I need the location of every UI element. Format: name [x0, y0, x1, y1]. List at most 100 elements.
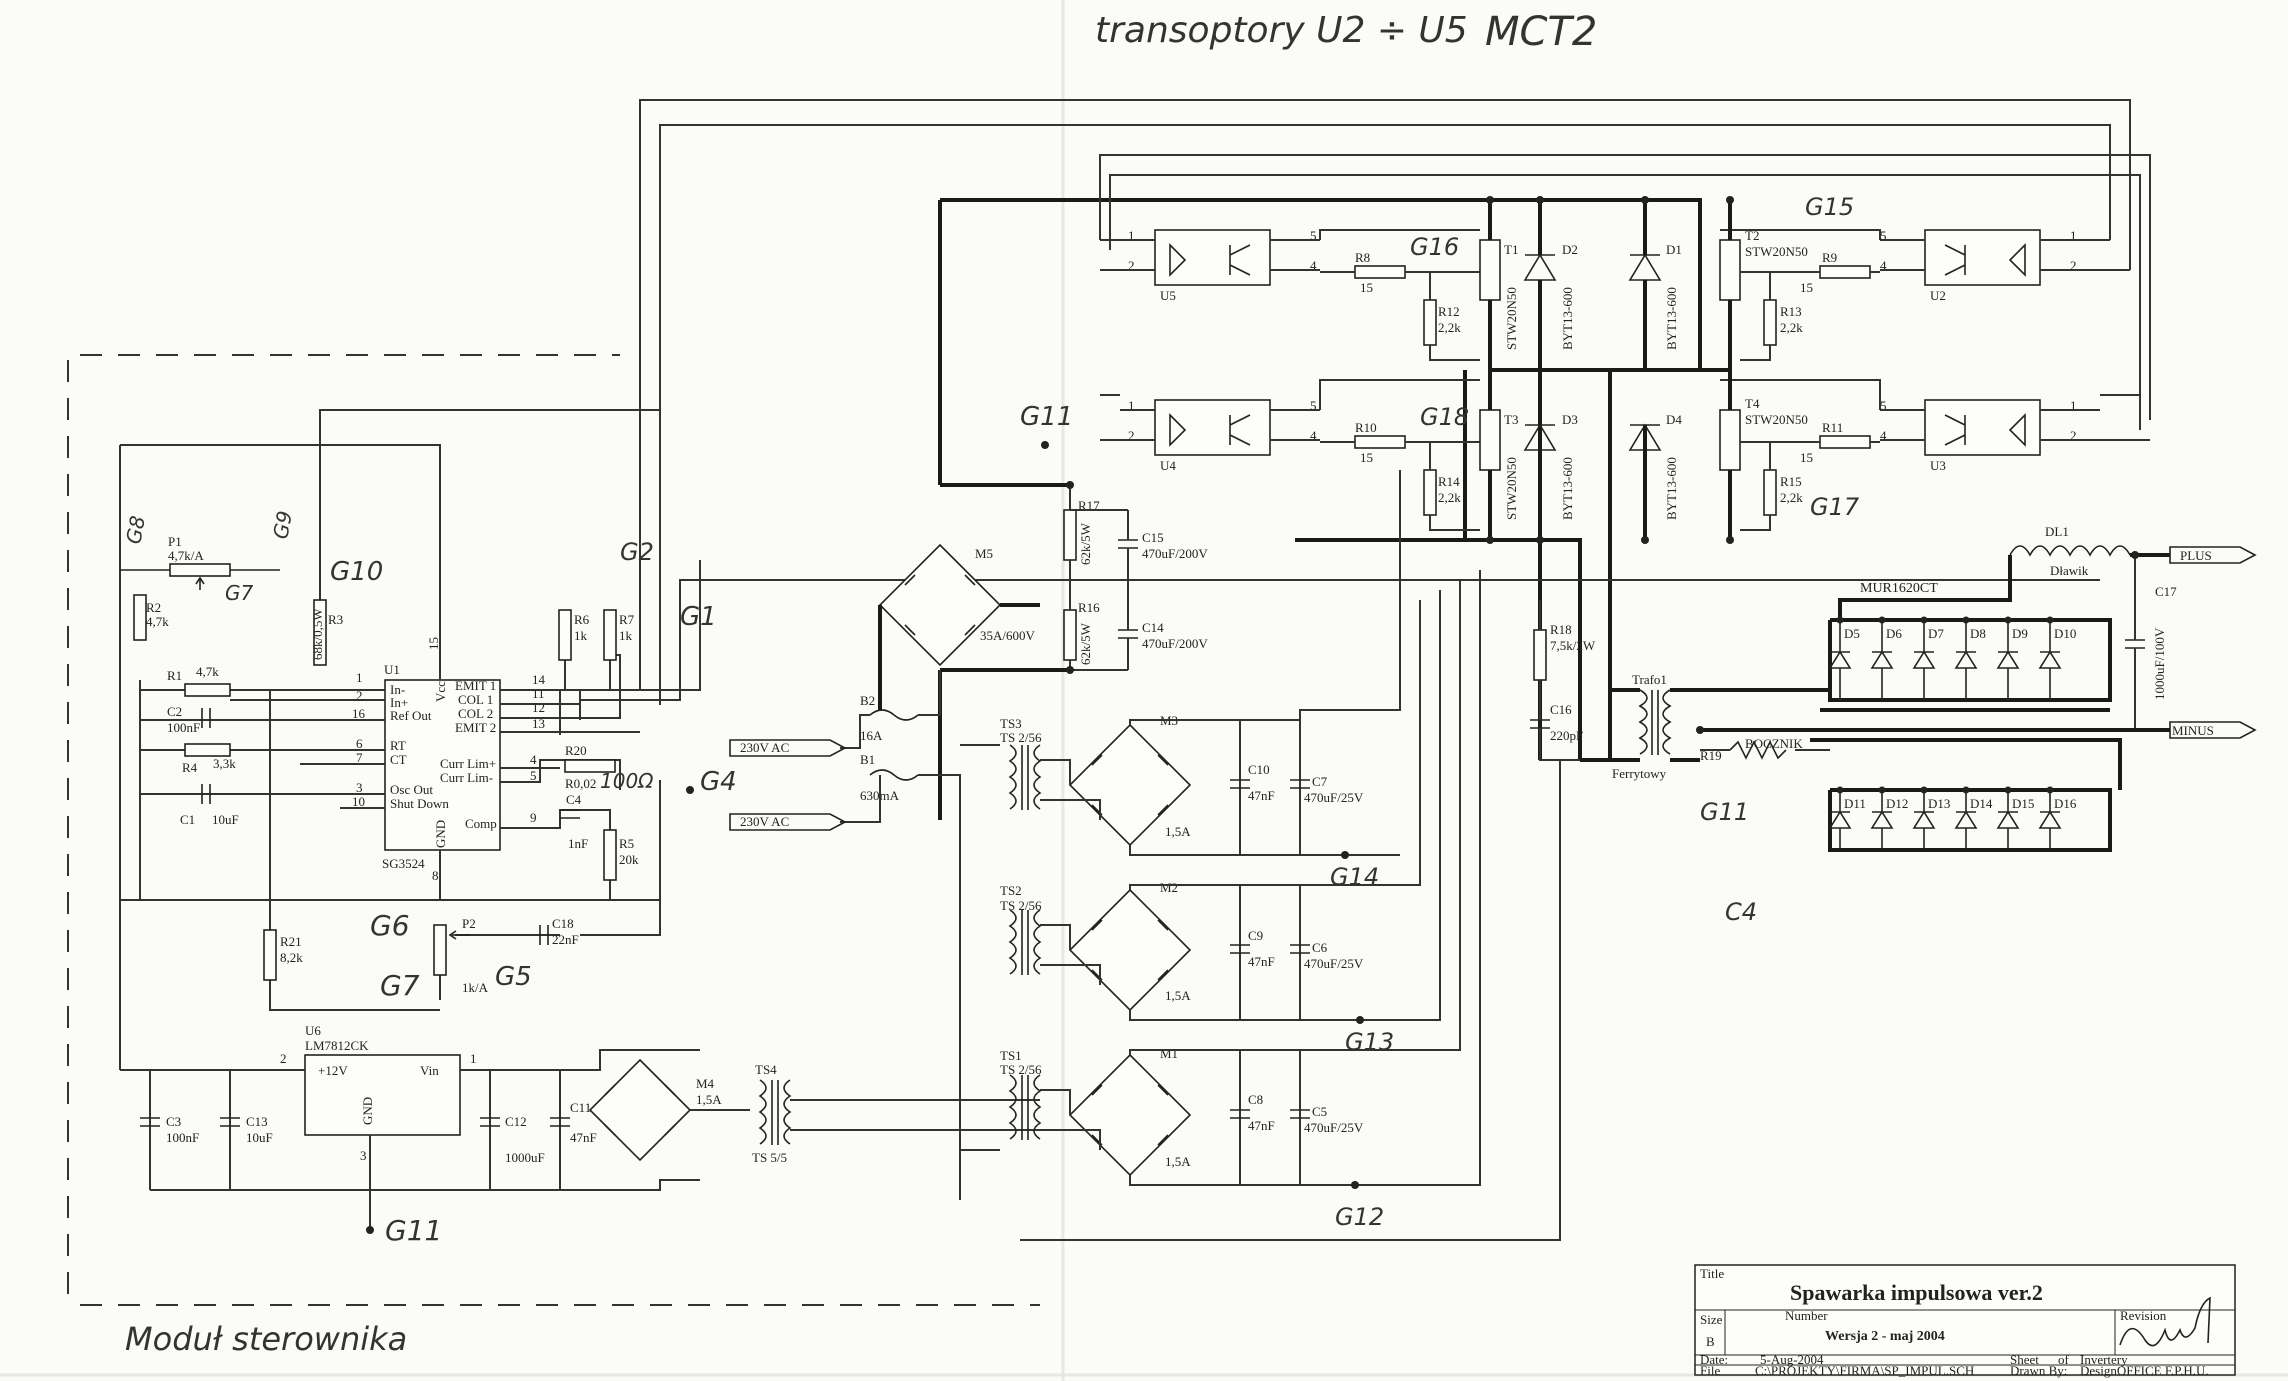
- size-value: B: [1706, 1334, 1715, 1349]
- r17-value: 62k/5W: [1078, 522, 1093, 565]
- r8-value: 15: [1360, 280, 1373, 295]
- m1-label: M1: [1160, 1046, 1178, 1061]
- trafo1-type: Ferrytowy: [1612, 766, 1667, 781]
- d2-label: D2: [1562, 242, 1578, 257]
- ac-input-1: 230V AC: [740, 740, 789, 755]
- u1-pin-refout: Ref Out: [390, 708, 432, 723]
- signature: [2119, 1296, 2211, 1347]
- r11-label: R11: [1822, 420, 1843, 435]
- u3-pin1: 1: [2070, 398, 2077, 413]
- of-label: of: [2058, 1352, 2070, 1367]
- c8-label: C8: [1248, 1092, 1263, 1107]
- g11-right-label: G11: [1700, 798, 1749, 826]
- signal-wires: [559, 99, 2151, 735]
- r16-resistor: [1063, 609, 1077, 661]
- r7-value: 1k: [619, 628, 633, 643]
- r12-resistor: [1423, 299, 1437, 346]
- r3-label: R3: [328, 612, 343, 627]
- ac-input-2: 230V AC: [740, 814, 789, 829]
- c3-value: 100nF: [166, 1130, 199, 1145]
- u1-num-16: 16: [352, 706, 366, 721]
- t4-mosfet: [1719, 409, 1741, 471]
- u6-regulator: U6 LM7812CK +12V Vin GND 2 1 3 C3 100nF …: [119, 900, 700, 1230]
- t3-mosfet: [1479, 409, 1501, 471]
- top-diode-5: [1996, 620, 2020, 700]
- r14-resistor: [1423, 469, 1437, 516]
- u1-num-1: 1: [356, 670, 363, 685]
- u4-pin1: 1: [1128, 398, 1135, 413]
- trafo1-label: Trafo1: [1632, 672, 1667, 687]
- d4-part: BYT13-600: [1664, 457, 1679, 520]
- u1-pin-currlimm: Curr Lim-: [440, 770, 493, 785]
- plus-terminal: PLUS: [2180, 548, 2212, 563]
- m5-label: M5: [975, 546, 993, 561]
- minus-terminal: MINUS: [2172, 723, 2214, 738]
- ts4-label: TS4: [755, 1062, 777, 1077]
- g7-label: G7: [380, 969, 420, 1002]
- d3-label: D3: [1562, 412, 1578, 427]
- bottom-diode-label-1: D11: [1844, 796, 1866, 811]
- r15-resistor: [1763, 469, 1777, 516]
- r18-label: R18: [1550, 622, 1572, 637]
- c5-label: C5: [1312, 1104, 1327, 1119]
- m5-value: 35A/600V: [980, 628, 1036, 643]
- c17-value: 1000uF/100V: [2152, 627, 2167, 700]
- top-diode-2: [1870, 620, 1894, 700]
- ts2-label: TS2: [1000, 883, 1022, 898]
- output-section: DL1 Dławik PLUS C17 1000uF/100V MINUS MU…: [1530, 524, 2257, 852]
- r12-label: R12: [1438, 304, 1460, 319]
- c15-label: C15: [1142, 530, 1164, 545]
- d3-part: BYT13-600: [1560, 457, 1575, 520]
- g8-label: G8: [121, 514, 150, 546]
- bottom-diode-label-4: D14: [1970, 796, 1993, 811]
- t2-part: STW20N50: [1745, 244, 1808, 259]
- r16-label: R16: [1078, 600, 1100, 615]
- c16-label: C16: [1550, 702, 1572, 717]
- u1-pin-emit1: EMIT 1: [455, 678, 496, 693]
- g12-label: G12: [1335, 1203, 1384, 1231]
- r20-resistor: [564, 759, 616, 773]
- top-diode-label-5: D9: [2012, 626, 2028, 641]
- c4-value: 1nF: [568, 836, 588, 851]
- r10-resistor: [1354, 435, 1406, 449]
- d4-label: D4: [1666, 412, 1682, 427]
- revision-label: Revision: [2120, 1308, 2167, 1323]
- u5-label: U5: [1160, 288, 1176, 303]
- r19-value: BOCZNIK: [1745, 736, 1803, 751]
- t2-label: T2: [1745, 228, 1759, 243]
- r8-resistor: [1354, 265, 1406, 279]
- ts1-label: TS1: [1000, 1048, 1022, 1063]
- bottom-diode-6: [2038, 790, 2062, 850]
- r20-note: 100Ω: [600, 769, 654, 793]
- c13-value: 10uF: [246, 1130, 273, 1145]
- r21-value: 8,2k: [280, 950, 303, 965]
- bottom-junction-5: [2004, 786, 2012, 794]
- m4-label: M4: [696, 1076, 715, 1091]
- g16-label: G16: [1410, 233, 1459, 261]
- u1-num-9: 9: [530, 810, 537, 825]
- u3-pin4: 4: [1880, 428, 1887, 443]
- bottom-diode-3: [1912, 790, 1936, 850]
- r13-resistor: [1763, 299, 1777, 346]
- title-label: Title: [1700, 1266, 1724, 1281]
- controller-passives: P1 4,7k/A R2 4,7k R1 4,7k C2 100nF R4 3,…: [120, 534, 639, 995]
- m4-bridge: M4 1,5A TS4 TS 5/5: [588, 1058, 1040, 1165]
- r20-value: R0,02: [565, 776, 596, 791]
- t3-label: T3: [1504, 412, 1518, 427]
- r9-value: 15: [1800, 280, 1813, 295]
- r3-value: 68k/0,5W: [310, 608, 325, 660]
- u5-pin5: 5: [1310, 228, 1317, 243]
- u1-wiring: [119, 409, 661, 1011]
- u1-num-4: 4: [530, 752, 537, 767]
- control-module-boundary: [67, 354, 1040, 1306]
- r17-resistor: [1063, 509, 1077, 561]
- u1-num-13: 13: [532, 716, 545, 731]
- r21-resistor: [263, 929, 277, 981]
- top-diode-4: [1954, 620, 1978, 700]
- r3-resistor: [313, 599, 327, 666]
- trafo1-primary: [1638, 689, 1648, 755]
- r10-value: 15: [1360, 450, 1373, 465]
- r14-label: R14: [1438, 474, 1460, 489]
